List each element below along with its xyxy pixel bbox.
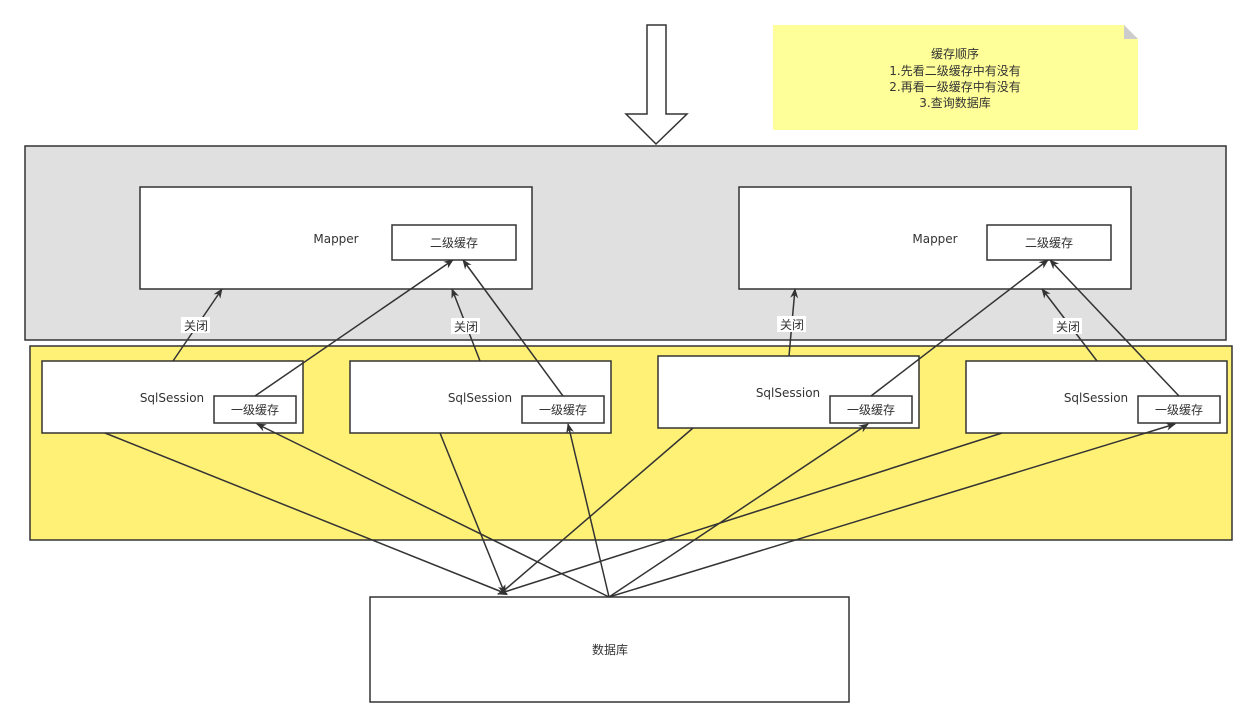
first-level-cache-label: 一级缓存 [231, 403, 279, 417]
second-level-cache-label: 二级缓存 [430, 236, 478, 250]
sync-arrow [254, 259, 454, 397]
svg-text:关闭: 关闭 [780, 318, 804, 332]
mapper-box: Mapper 二级缓存 [139, 186, 533, 290]
close-label: 关闭 [181, 317, 210, 333]
entry-arrow [624, 24, 689, 146]
first-level-cache [1137, 395, 1221, 424]
sqlsession-box: SqlSession 一级缓存 [657, 355, 920, 429]
first-level-cache-label: 一级缓存 [847, 403, 895, 417]
query-arrow [499, 427, 694, 595]
note-line-2: 2.再看一级缓存中有没有 [889, 79, 1020, 94]
svg-text:关闭: 关闭 [454, 320, 478, 334]
return-arrow [608, 423, 869, 598]
sync-arrow [462, 259, 564, 397]
mapper-label: Mapper [912, 232, 957, 246]
close-label: 关闭 [451, 318, 480, 334]
first-level-cache-label: 一级缓存 [1155, 403, 1203, 417]
mapper-label: Mapper [313, 232, 358, 246]
return-arrow [566, 423, 610, 598]
database-label: 数据库 [592, 642, 628, 657]
sqlsession-box: SqlSession 一级缓存 [965, 360, 1228, 434]
note-title: 缓存顺序 [931, 46, 979, 61]
first-level-cache [213, 395, 297, 424]
query-arrow [439, 432, 506, 595]
close-label: 关闭 [777, 316, 806, 332]
note-line-1: 1.先看二级缓存中有没有 [889, 63, 1020, 78]
sqlsession-box: SqlSession 一级缓存 [349, 360, 612, 434]
first-level-cache [829, 395, 913, 424]
sqlsession-label: SqlSession [140, 391, 204, 405]
second-level-cache-label: 二级缓存 [1025, 236, 1073, 250]
return-arrow [608, 422, 1176, 598]
first-level-cache-label: 一级缓存 [539, 403, 587, 417]
second-level-cache [986, 224, 1112, 261]
sync-arrow [1049, 259, 1180, 397]
query-arrow [104, 432, 508, 595]
note-line-3: 3.查询数据库 [919, 95, 990, 110]
svg-text:关闭: 关闭 [1056, 320, 1080, 334]
query-arrow [497, 432, 1003, 596]
sqlsession-label: SqlSession [1064, 391, 1128, 405]
close-label: 关闭 [1053, 318, 1082, 334]
second-level-cache [391, 224, 517, 261]
cache-order-note: 缓存顺序 1.先看二级缓存中有没有 2.再看一级缓存中有没有 3.查询数据库 [773, 25, 1138, 130]
sync-arrow [870, 259, 1049, 397]
svg-text:关闭: 关闭 [184, 319, 208, 333]
sqlsession-label: SqlSession [756, 386, 820, 400]
first-level-cache [521, 395, 605, 424]
database-box: 数据库 [369, 596, 850, 703]
return-arrow [256, 423, 610, 598]
sqlsession-label: SqlSession [448, 391, 512, 405]
mapper-box: Mapper 二级缓存 [738, 186, 1132, 290]
sqlsession-box: SqlSession 一级缓存 [41, 360, 304, 434]
